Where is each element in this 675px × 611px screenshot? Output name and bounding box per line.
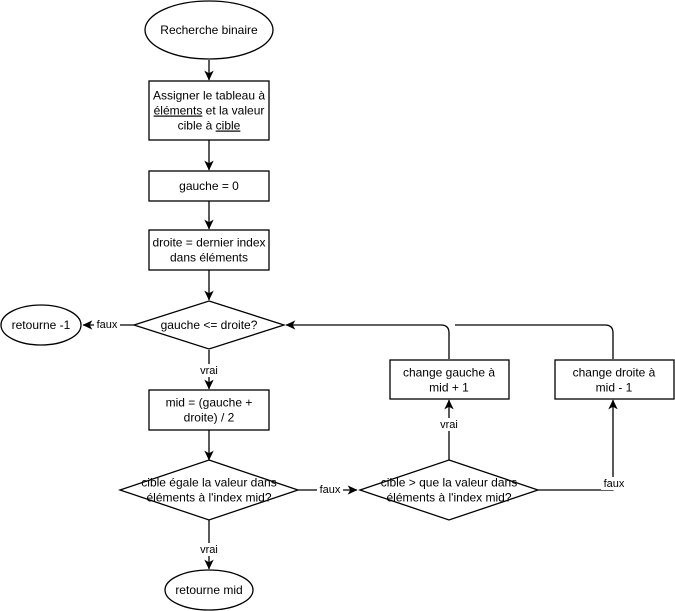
return-fail-label: retourne -1: [12, 318, 71, 332]
edge-label-equal-false: faux: [320, 484, 341, 496]
loop-condition-label: gauche <= droite?: [161, 318, 258, 332]
start-node: [144, 0, 274, 60]
mid-calc-node: [148, 389, 270, 431]
edge-label-greater-false: faux: [604, 478, 625, 490]
return-fail-node: [0, 304, 82, 346]
edge-change-right-to-loop: [455, 324, 614, 359]
edge-label-greater-true: vrai: [440, 419, 458, 431]
start-label: Recherche binaire: [160, 23, 258, 37]
change-right-node: [554, 359, 675, 400]
gauche-init-label: gauche = 0: [179, 179, 239, 193]
return-mid-node: [164, 569, 254, 611]
edge-label-equal-true: vrai: [200, 544, 218, 556]
droite-init-node: [148, 229, 270, 271]
gauche-init-node: [148, 170, 270, 202]
edge-label-loop-false: faux: [97, 319, 118, 331]
mid-calc-label: mid = (gauche +droite) / 2: [166, 396, 253, 425]
equal-condition-node: [117, 459, 301, 521]
assign-node: [148, 80, 270, 141]
return-mid-label: retourne mid: [175, 583, 242, 597]
edge-label-loop-true: vrai: [200, 365, 218, 377]
edge-greater-to-change-right: [538, 399, 618, 491]
change-left-node: [389, 359, 510, 400]
greater-condition-node: [357, 459, 541, 521]
loop-condition-node: [131, 300, 287, 350]
edge-change-left-to-loop: [285, 320, 450, 359]
